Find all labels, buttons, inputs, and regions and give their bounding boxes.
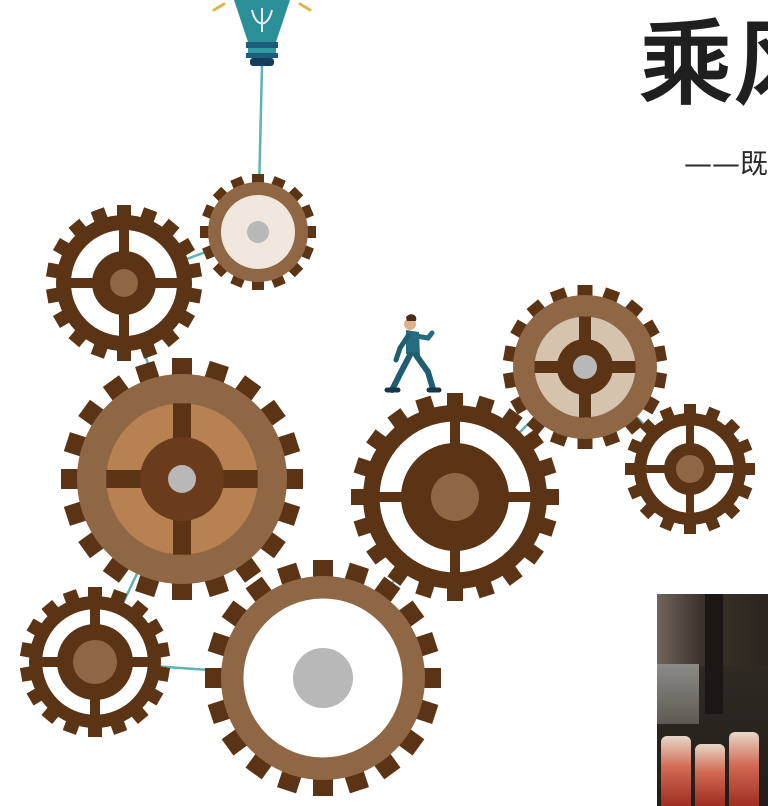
lightbulb-icon xyxy=(212,0,312,66)
gear xyxy=(19,587,171,737)
running-man-icon xyxy=(384,314,442,393)
gear xyxy=(351,393,559,601)
gear xyxy=(625,404,755,534)
gear xyxy=(61,358,303,600)
gear xyxy=(200,174,316,290)
background-photo xyxy=(657,594,768,806)
gear xyxy=(45,205,203,361)
poster-title: 乘风 xyxy=(640,10,768,118)
poster-subtitle: ——既 xyxy=(684,147,768,180)
gear xyxy=(502,285,668,449)
gear xyxy=(205,560,441,796)
